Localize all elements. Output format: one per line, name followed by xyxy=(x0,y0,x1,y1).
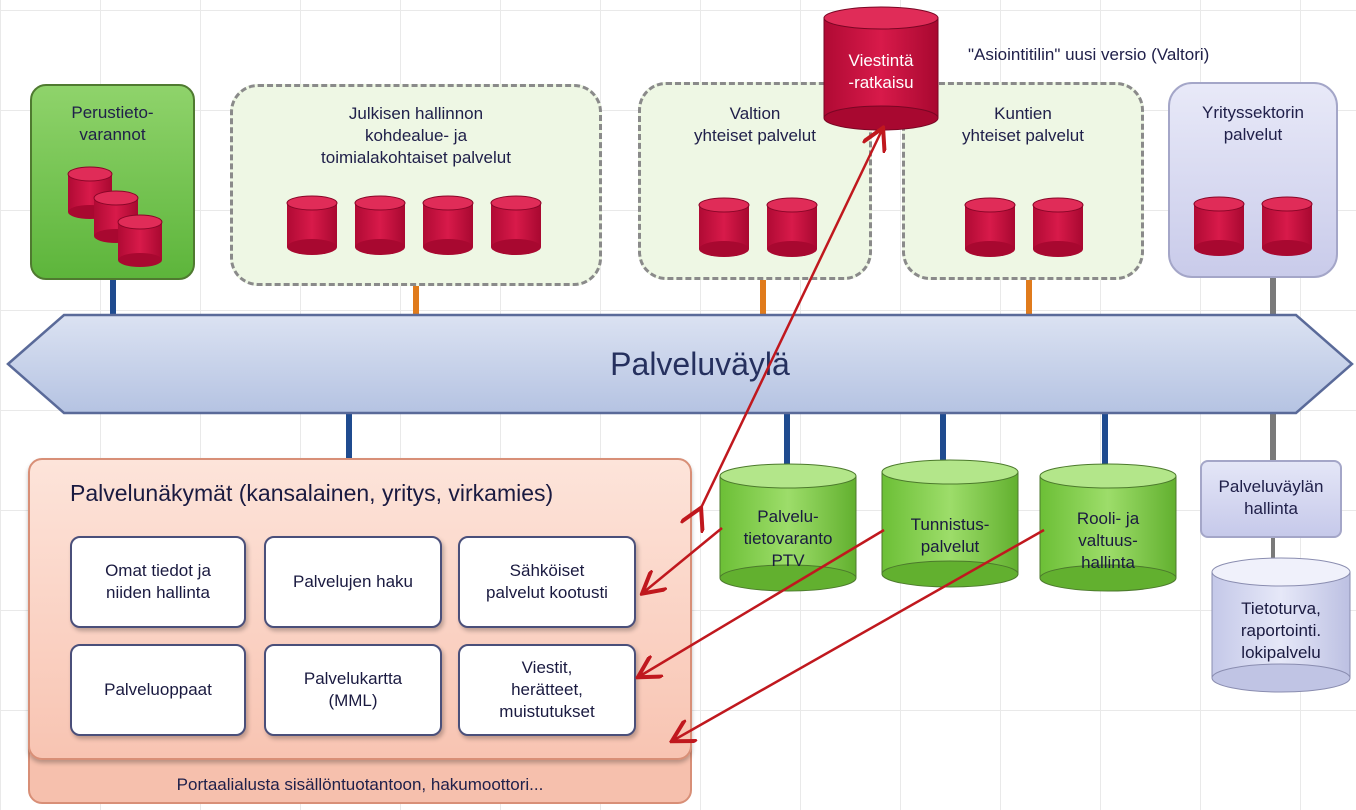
viestinta-ratkaisu-label: Viestintä -ratkaisu xyxy=(848,51,914,92)
rooli-cylinder xyxy=(1039,463,1177,592)
perustietovarannot-label: Perustieto- varannot xyxy=(71,103,154,144)
arrow-ptv-to-sahkoiset xyxy=(644,527,723,592)
card-palvelukartta[interactable]: Palvelukartta (MML) xyxy=(264,644,442,736)
database-pair-icon xyxy=(964,197,1084,257)
julkisen-hallinnon-label: Julkisen hallinnon kohdealue- ja toimial… xyxy=(321,104,511,167)
kuntien-box: Kuntien yhteiset palvelut xyxy=(902,82,1144,280)
connector-kuntien xyxy=(1026,278,1032,318)
viestinta-ratkaisu-cylinder xyxy=(823,6,939,131)
connector-tunnistus xyxy=(940,410,946,465)
palveluvaylan-hallinta-box: Palveluväylän hallinta xyxy=(1200,460,1342,538)
card-palveluoppaat[interactable]: Palveluoppaat xyxy=(70,644,246,736)
connector-yrityssektorin xyxy=(1270,276,1276,318)
arrow-viestinta-bidirectional xyxy=(700,130,882,510)
perustietovarannot-box: Perustieto- varannot xyxy=(30,84,195,280)
connector-hallinta xyxy=(1270,410,1276,462)
yrityssektorin-label: Yrityssektorin palvelut xyxy=(1201,103,1305,144)
card-viestit[interactable]: Viestit, herätteet, muistutukset xyxy=(458,644,636,736)
asiointitili-note: "Asiointitilin" uusi versio (Valtori) xyxy=(968,45,1210,64)
palveluvaylan-hallinta-label: Palveluväylän hallinta xyxy=(1218,477,1324,518)
database-pair-icon xyxy=(1193,196,1313,256)
connector-tietoturva xyxy=(1271,538,1275,566)
palveluvayla-bus xyxy=(6,313,1354,415)
connector-perustieto xyxy=(110,276,116,318)
connector-rooli xyxy=(1102,410,1108,472)
julkisen-hallinnon-box: Julkisen hallinnon kohdealue- ja toimial… xyxy=(230,84,602,286)
database-row-icon xyxy=(286,195,542,255)
card-palvelujen-haku[interactable]: Palvelujen haku xyxy=(264,536,442,628)
rooli-label: Rooli- ja valtuus- hallinta xyxy=(1076,509,1140,572)
connector-palvelunakymat xyxy=(346,410,352,460)
database-stack-icon xyxy=(67,166,163,267)
portaalialusta-label: Portaalialusta sisällöntuotantoon, hakum… xyxy=(176,775,544,794)
card-omat-tiedot[interactable]: Omat tiedot ja niiden hallinta xyxy=(70,536,246,628)
tietoturva-label: Tietoturva, raportointi. lokipalvelu xyxy=(1240,599,1322,662)
yrityssektorin-box: Yrityssektorin palvelut xyxy=(1168,82,1338,278)
tunnistus-label: Tunnistus- palvelut xyxy=(910,515,990,556)
arrow-tunnistus-to-viestit xyxy=(640,528,885,676)
palvelunakymat-title: Palvelunäkymät (kansalainen, yritys, vir… xyxy=(70,480,554,506)
arrow-rooli-to-base xyxy=(674,528,1045,740)
connector-julkisen xyxy=(413,284,419,318)
tietoturva-cylinder xyxy=(1211,557,1351,693)
card-sahkoiset-palvelut[interactable]: Sähköiset palvelut kootusti xyxy=(458,536,636,628)
kuntien-label: Kuntien yhteiset palvelut xyxy=(962,104,1084,145)
